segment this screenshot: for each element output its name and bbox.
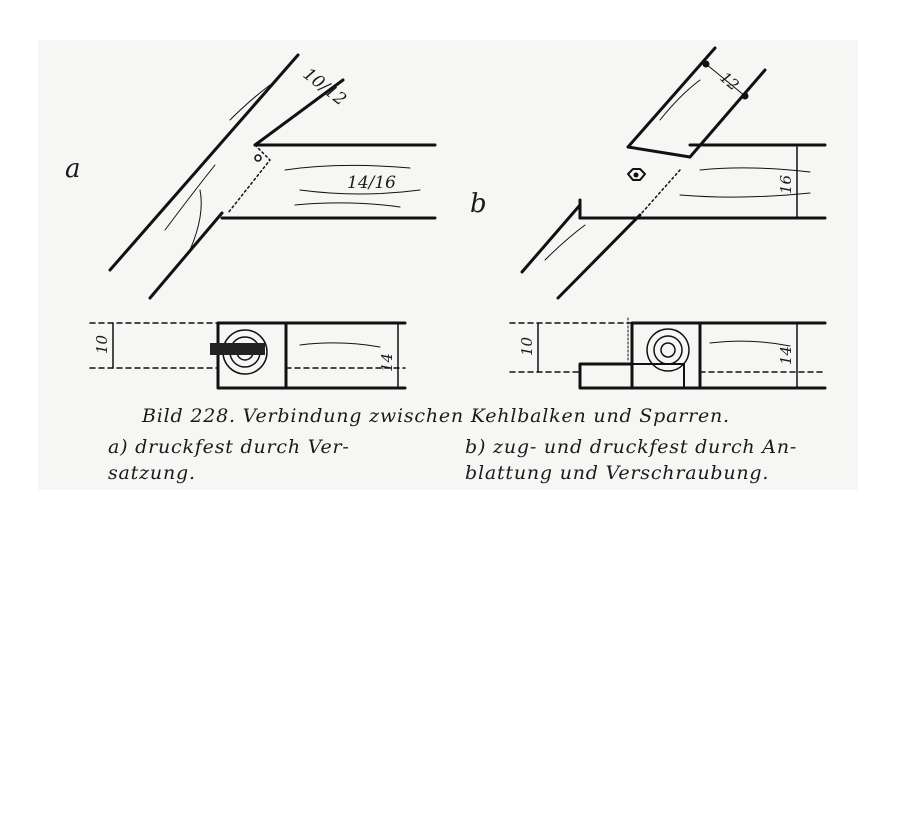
detail-b-section bbox=[509, 317, 827, 390]
beam-dim-a: 14/16 bbox=[347, 173, 396, 193]
caption-b-line1: b) zug- und druckfest durch An- bbox=[465, 436, 798, 458]
section-height-b-1: 10 bbox=[518, 336, 536, 356]
section-height-a-1: 10 bbox=[93, 334, 111, 354]
caption-b-line2: blattung und Verschraubung. bbox=[465, 462, 770, 484]
detail-a-elevation bbox=[108, 53, 437, 300]
scanned-page-area bbox=[38, 40, 858, 490]
section-height-b-2: 14 bbox=[777, 346, 795, 365]
section-height-a-2: 14 bbox=[378, 353, 396, 372]
label-a: a bbox=[65, 154, 81, 184]
detail-b-elevation bbox=[520, 46, 827, 300]
detail-a-section bbox=[89, 321, 407, 390]
label-b: b bbox=[470, 189, 487, 219]
beam-dim-b: 16 bbox=[777, 174, 795, 194]
caption-a-line2: satzung. bbox=[108, 462, 196, 484]
caption-title: Bild 228. Verbindung zwischen Kehlbalken… bbox=[142, 405, 730, 427]
caption-a-line1: a) druckfest durch Ver- bbox=[108, 436, 350, 458]
rafter-dim-a: 10/12 bbox=[299, 64, 350, 110]
